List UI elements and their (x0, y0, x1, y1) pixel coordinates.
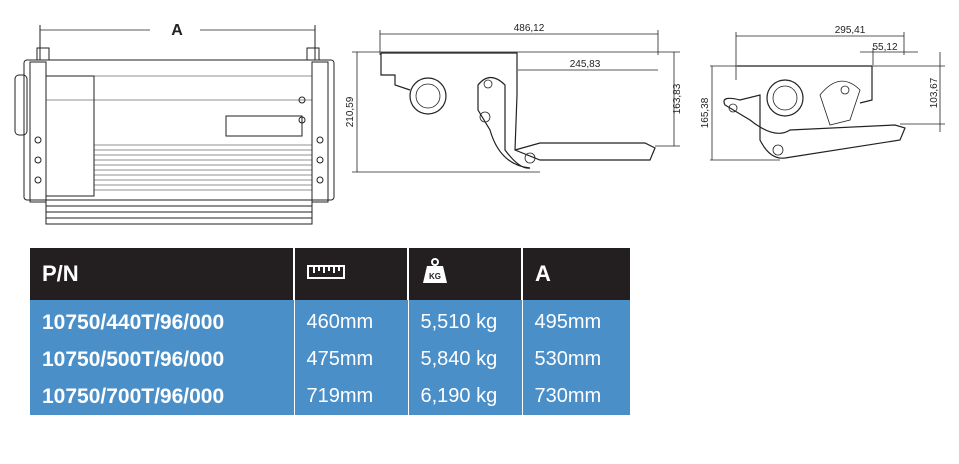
dimension-55: 55,12 (872, 42, 897, 53)
cell-pn: 10750/440T/96/000 (30, 300, 294, 341)
ruler-icon (307, 265, 345, 279)
cell-pn: 10750/700T/96/000 (30, 378, 294, 415)
cell-length: 460mm (293, 300, 408, 341)
cell-a: 495mm (521, 300, 630, 341)
cell-weight: 5,840 kg (407, 341, 522, 378)
header-weight: KG (407, 248, 522, 300)
cell-length: 475mm (293, 341, 408, 378)
side-view-retracted-drawing: 486,12 245,83 210,59 163,83 (345, 23, 683, 173)
cell-a: 730mm (521, 378, 630, 415)
cell-weight: 6,190 kg (407, 378, 522, 415)
side-view-extended-drawing: 295,41 55,12 165,38 103,67 (700, 25, 945, 161)
product-spec-table: P/N KG A 10750/440T/96/000 460mm 5,510 k… (30, 248, 630, 415)
cell-pn: 10750/500T/96/000 (30, 341, 294, 378)
header-length (293, 248, 408, 300)
header-a: A (521, 248, 630, 300)
dimension-295: 295,41 (835, 25, 866, 36)
dimension-486: 486,12 (514, 23, 545, 34)
dimension-103: 103,67 (929, 77, 940, 108)
kg-weight-icon: KG (423, 258, 447, 283)
dimension-163: 163,83 (672, 83, 683, 114)
front-view-drawing: A (14, 22, 335, 225)
table-row: 10750/500T/96/000 475mm 5,840 kg 530mm (30, 341, 630, 378)
table-row: 10750/440T/96/000 460mm 5,510 kg 495mm (30, 300, 630, 341)
dimension-245: 245,83 (570, 59, 601, 70)
cell-length: 719mm (293, 378, 408, 415)
dimension-a-label: A (171, 22, 183, 39)
table-header-row: P/N KG A (30, 248, 630, 300)
kg-label: KG (429, 272, 441, 281)
technical-drawings: A 486,12 245,83 210,59 (14, 22, 945, 225)
header-pn: P/N (30, 248, 294, 300)
dimension-165: 165,38 (700, 97, 711, 128)
table-row: 10750/700T/96/000 719mm 6,190 kg 730mm (30, 378, 630, 415)
dimension-210: 210,59 (345, 96, 356, 127)
cell-weight: 5,510 kg (407, 300, 522, 341)
cell-a: 530mm (521, 341, 630, 378)
